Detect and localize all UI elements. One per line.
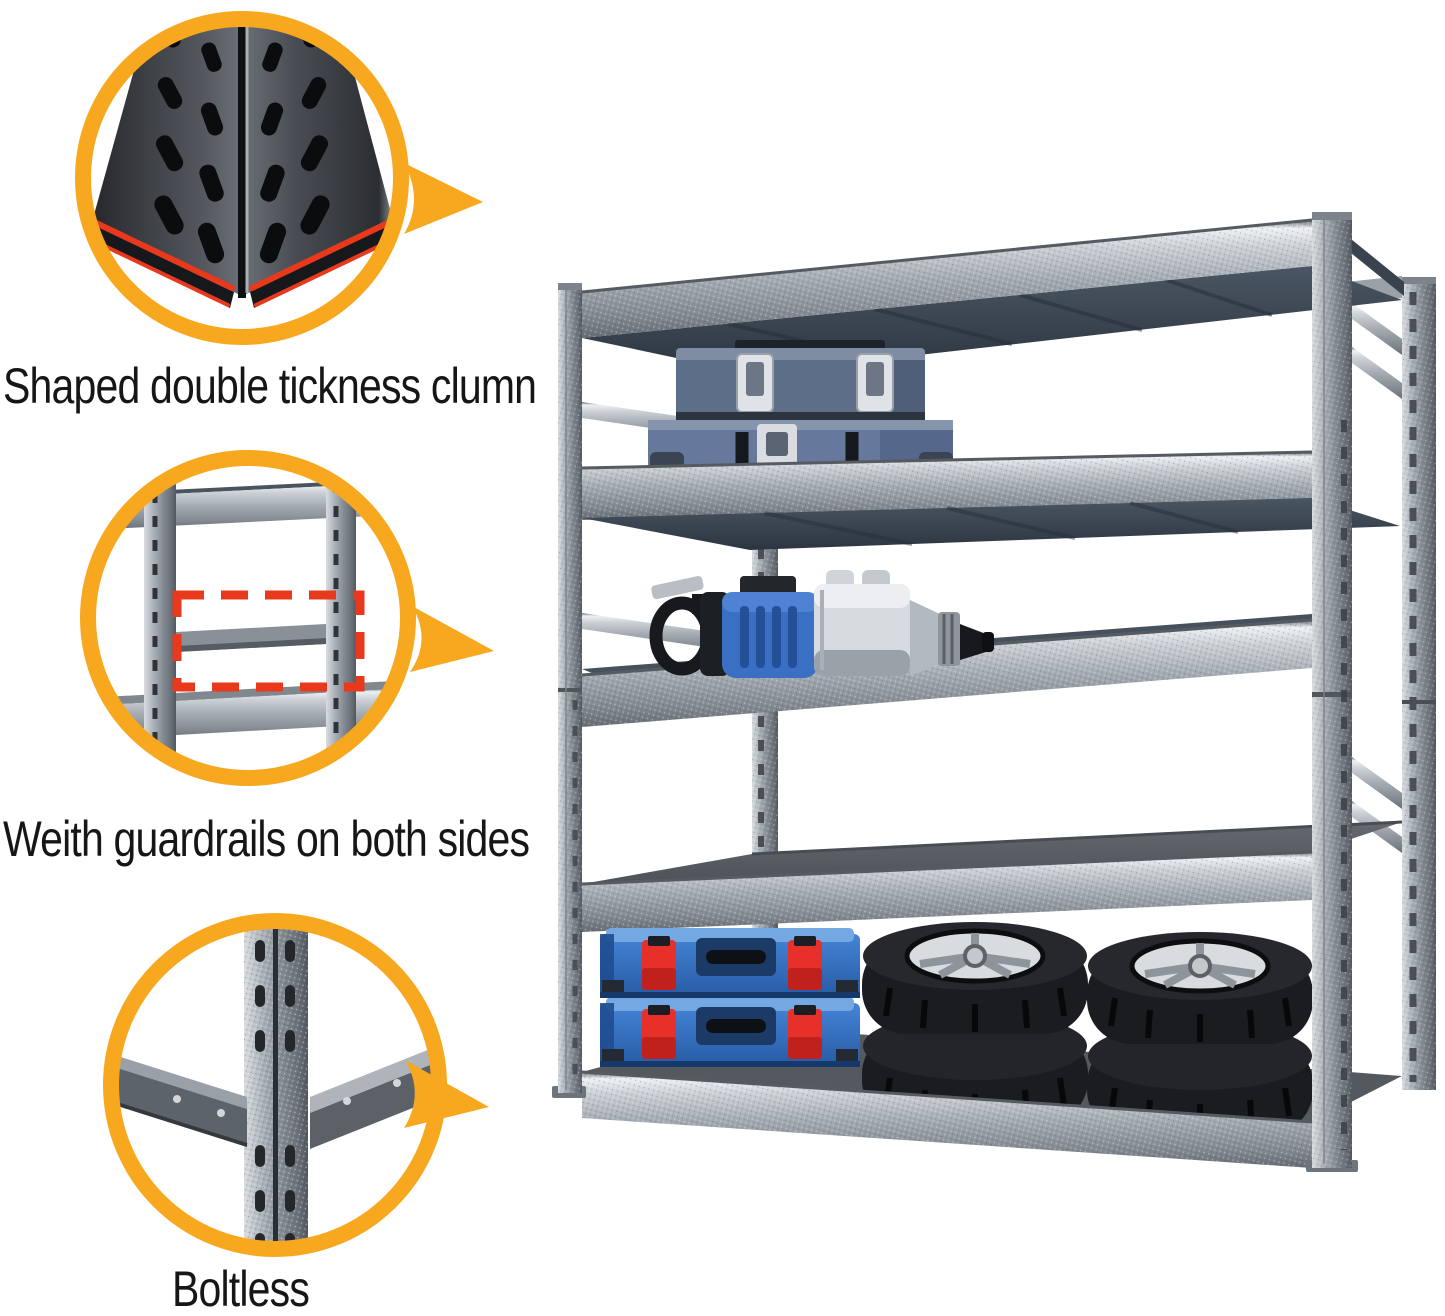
callout-label-column: Shaped double tickness clumn <box>3 358 537 414</box>
boltless-joint-closeup-icon <box>118 928 432 1242</box>
callout-column <box>75 11 409 345</box>
right-guardrails <box>1352 303 1402 853</box>
shelving-rack <box>552 212 1436 1172</box>
shelf-4 <box>581 820 1403 932</box>
callout-guardrails <box>80 450 416 786</box>
callout-guardrails-arrow-icon <box>410 606 494 672</box>
callout-label-guardrails: Weith guardrails on both sides <box>3 811 530 867</box>
callout-boltless-arrow-icon <box>404 1060 489 1128</box>
callout-column-arrow-icon <box>404 163 483 234</box>
column-cross-section-closeup-icon <box>90 26 394 308</box>
shelf-5-beam <box>581 1070 1313 1168</box>
guardrail-highlight-box <box>172 590 365 692</box>
impact-wrench-icon <box>649 570 994 678</box>
stacked-tool-cases-icon <box>600 928 860 1067</box>
callout-label-boltless: Boltless <box>172 1261 310 1316</box>
guardrail-closeup-icon <box>95 465 401 771</box>
rack-front-posts <box>552 212 1358 1172</box>
callout-boltless <box>103 913 447 1257</box>
shelf-2 <box>581 450 1400 550</box>
shelf-top <box>581 218 1404 374</box>
